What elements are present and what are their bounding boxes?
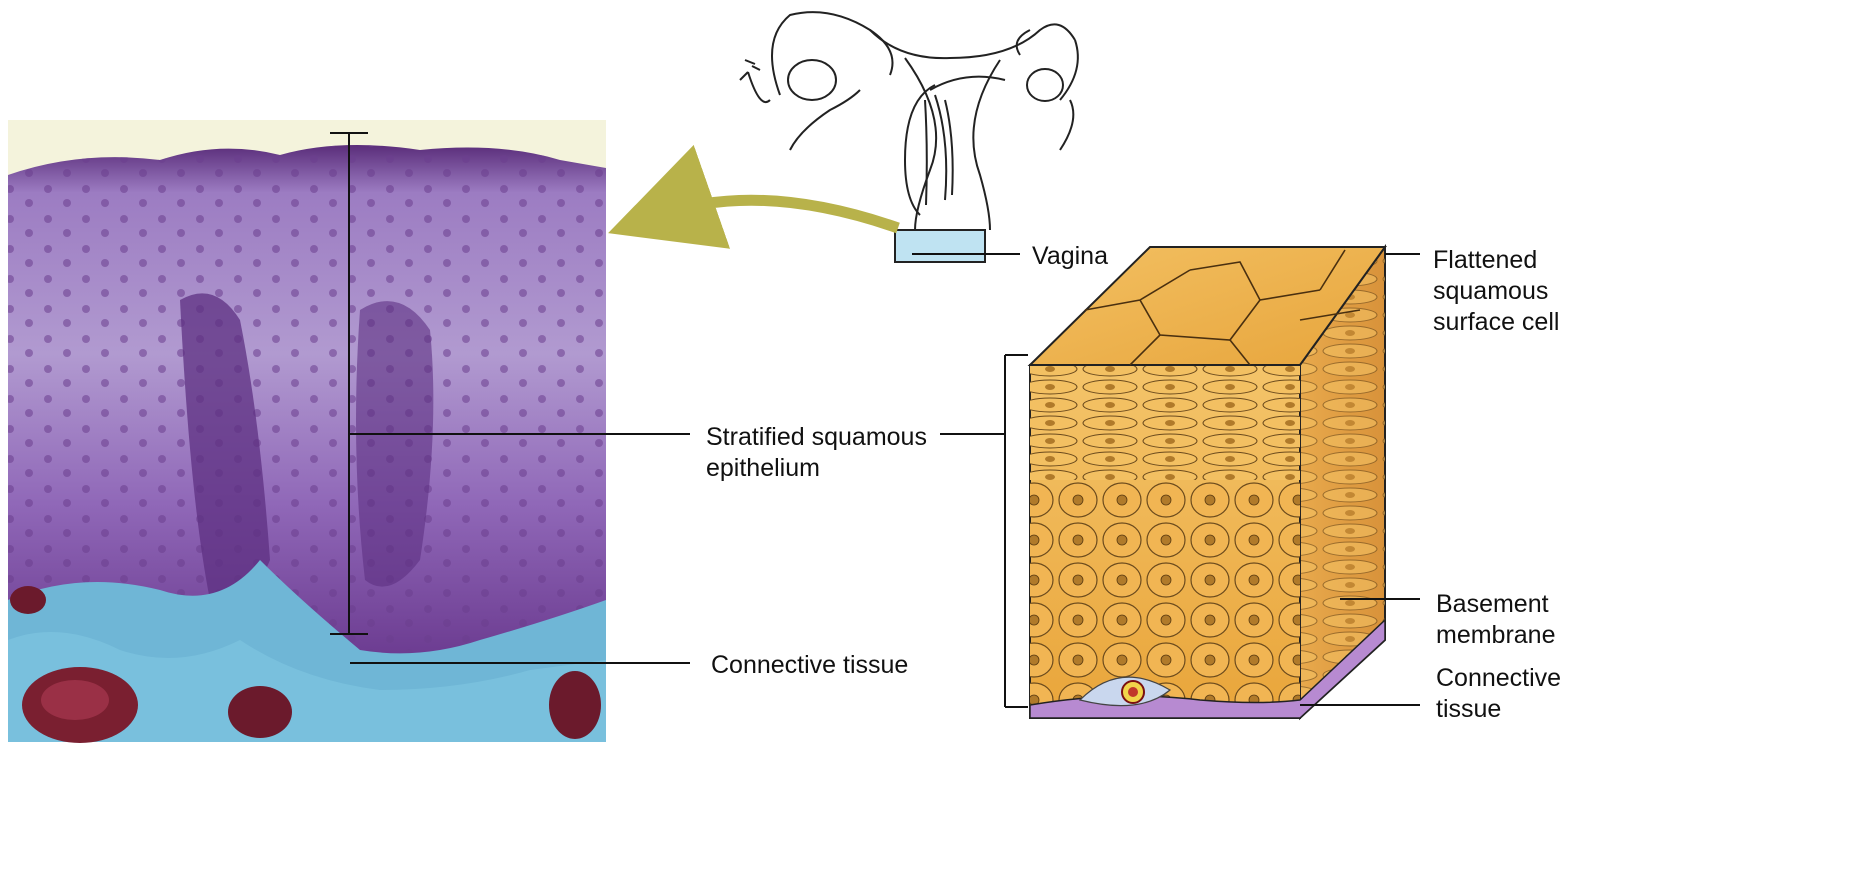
micrograph [8,120,606,743]
block-bracket [1005,355,1028,707]
label-basement-membrane: Basement membrane [1436,589,1556,651]
label-connective-left: Connective tissue [711,650,908,681]
label-flattened-squamous: Flattened squamous surface cell [1433,245,1559,338]
label-connective-right: Connective tissue [1436,663,1561,725]
curved-arrow [660,200,898,228]
vagina-shape [895,230,985,262]
label-stratified-squamous: Stratified squamous epithelium [706,422,927,484]
epithelium-block [1030,247,1385,718]
label-vagina: Vagina [1032,241,1108,272]
